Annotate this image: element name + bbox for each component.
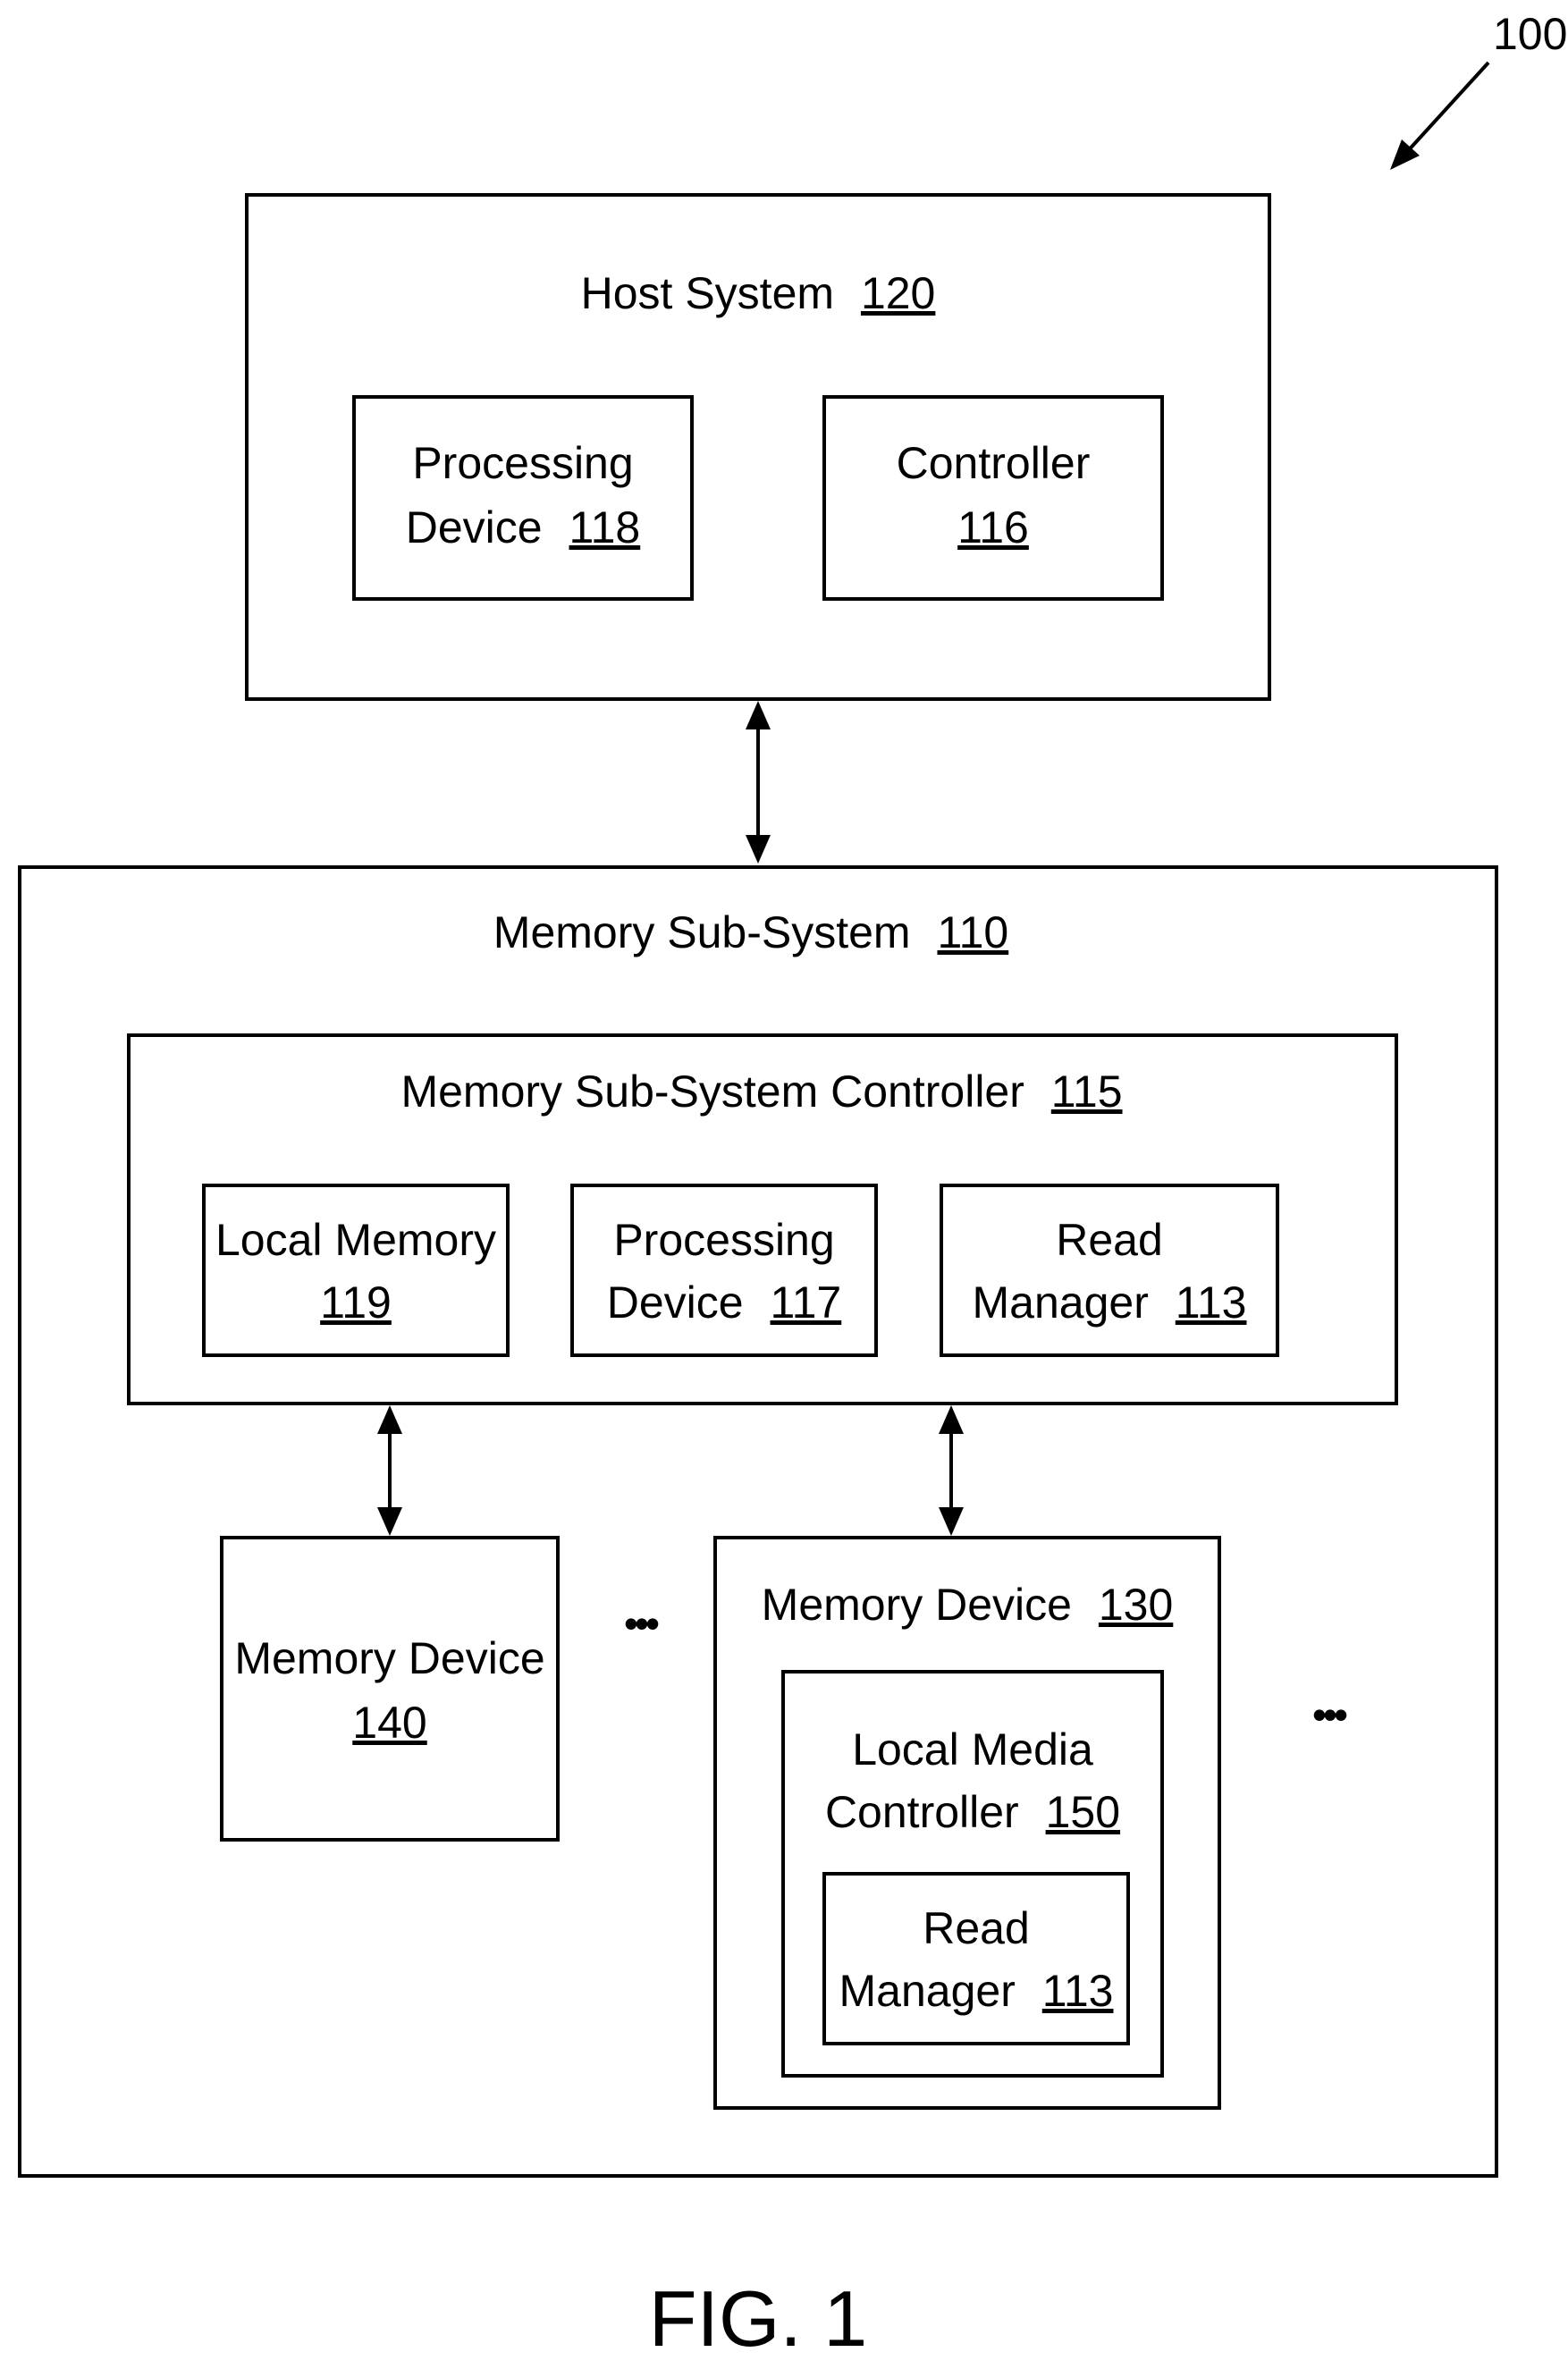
svg-text:Device 117: Device 117: [607, 1277, 841, 1328]
controller-read-manager-line2: Manager: [973, 1277, 1149, 1328]
svg-text:Memory Sub-System Controller: Memory Sub-System Controller 115: [400, 1066, 1122, 1117]
memory-device-140-line1: Memory Device: [234, 1633, 544, 1683]
controller-read-manager-line1: Read: [1056, 1215, 1163, 1265]
host-processing-device-box: Processing Device 118: [354, 397, 692, 599]
host-controller-line1: Controller: [897, 438, 1091, 488]
local-media-controller-line2: Controller: [825, 1787, 1019, 1837]
local-media-controller-line1: Local Media: [852, 1724, 1093, 1775]
memory-device-140-box: Memory Device 140: [222, 1538, 558, 1840]
local-memory-ref: 119: [320, 1277, 392, 1328]
local-memory-line1: Local Memory: [215, 1215, 496, 1265]
host-processing-device-line2: Device: [406, 502, 543, 552]
memory-sub-system-controller-ref: 115: [1051, 1066, 1123, 1117]
controller-to-memory-device-140-arrow: [377, 1405, 402, 1536]
media-read-manager-box: Read Manager 113: [824, 1874, 1128, 2044]
ellipsis-after-devices: •••: [1312, 1691, 1347, 1738]
memory-device-130-label: Memory Device: [762, 1580, 1072, 1630]
host-to-subsystem-arrow: [746, 701, 771, 864]
memory-sub-system-ref: 110: [937, 907, 1008, 957]
host-processing-device-line1: Processing: [412, 438, 633, 488]
host-system-ref: 120: [861, 268, 935, 318]
svg-text:Memory Device 130: Memory Device 130: [762, 1580, 1174, 1630]
controller-to-memory-device-130-arrow: [939, 1405, 964, 1536]
media-read-manager-line2: Manager: [839, 1966, 1016, 2016]
svg-text:Host System 120: Host System 120: [581, 268, 936, 318]
figure-caption: FIG. 1: [649, 2274, 868, 2363]
local-memory-box: Local Memory 119: [204, 1185, 508, 1355]
svg-text:Manager 113: Manager 113: [973, 1277, 1247, 1328]
host-controller-box: Controller 116: [824, 397, 1162, 599]
media-read-manager-ref: 113: [1042, 1966, 1114, 2016]
memory-sub-system-label: Memory Sub-System: [493, 907, 911, 957]
host-processing-device-ref: 118: [569, 502, 641, 552]
controller-read-manager-box: Read Manager 113: [941, 1185, 1277, 1355]
host-system-box: Host System 120: [247, 195, 1269, 699]
svg-text:Memory Sub-System 110: Memory Sub-System 110: [493, 907, 1008, 957]
host-controller-ref: 116: [957, 502, 1029, 552]
controller-processing-device-box: Processing Device 117: [572, 1185, 876, 1355]
local-media-controller-ref: 150: [1046, 1787, 1120, 1837]
memory-sub-system-box: Memory Sub-System 110: [20, 867, 1496, 2176]
figure-reference-arrow: [1390, 63, 1488, 170]
memory-sub-system-controller-label: Memory Sub-System Controller: [400, 1066, 1024, 1117]
figure-reference-label: 100: [1493, 9, 1567, 59]
controller-read-manager-ref: 113: [1176, 1277, 1247, 1328]
controller-processing-device-ref: 117: [771, 1277, 842, 1328]
svg-text:Controller 150: Controller 150: [825, 1787, 1120, 1837]
controller-processing-device-line1: Processing: [613, 1215, 834, 1265]
media-read-manager-line1: Read: [923, 1903, 1030, 1953]
memory-device-140-ref: 140: [352, 1698, 426, 1748]
controller-processing-device-line2: Device: [607, 1277, 744, 1328]
host-system-label: Host System: [581, 268, 834, 318]
memory-device-130-ref: 130: [1099, 1580, 1173, 1630]
svg-text:Device 118: Device 118: [406, 502, 640, 552]
svg-text:Manager 113: Manager 113: [839, 1966, 1114, 2016]
ellipsis-between-devices: •••: [624, 1600, 659, 1647]
